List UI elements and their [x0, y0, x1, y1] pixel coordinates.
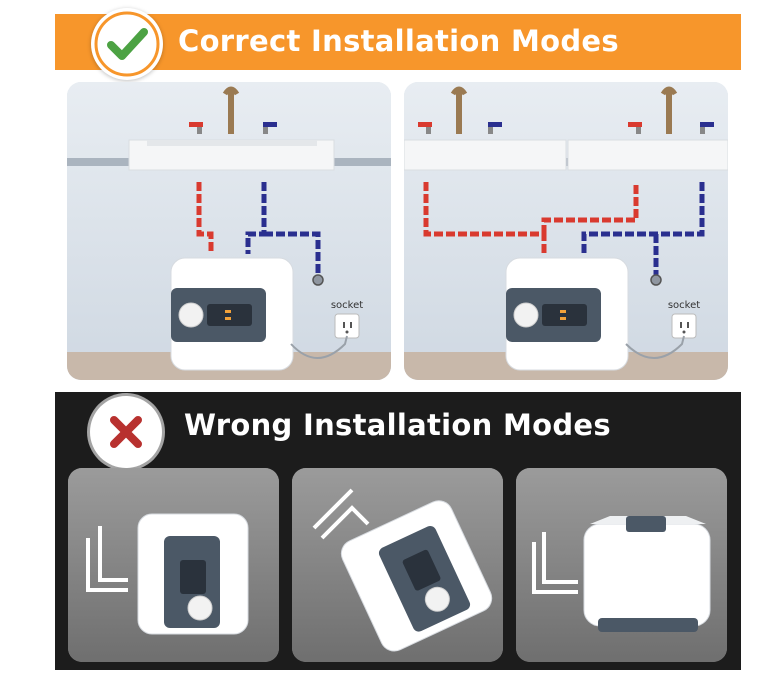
faucet-icon: [450, 86, 468, 134]
socket-icon: [671, 313, 697, 339]
hot-valve-icon: [189, 122, 203, 134]
cold-valve-icon: [263, 122, 277, 134]
power-cord: [625, 335, 685, 359]
faucet-icon: [660, 86, 678, 134]
wrong-title: Wrong Installation Modes: [184, 408, 611, 442]
water-heater-vertical: [137, 513, 249, 635]
wrong-panel-tilted: [292, 468, 503, 662]
cold-valve-icon: [488, 122, 502, 134]
socket-label: socket: [668, 300, 700, 311]
hot-valve-icon: [628, 122, 642, 134]
water-heater-upright: [583, 516, 711, 632]
cold-valve-icon: [700, 122, 714, 134]
cross-badge: [90, 396, 162, 468]
correct-panel-single-sink: socket: [67, 82, 391, 380]
socket-label: socket: [331, 300, 363, 311]
cold-pipe: [581, 182, 705, 278]
double-sink: [404, 139, 728, 171]
faucet-icon: [222, 86, 240, 134]
correct-banner: [55, 14, 741, 70]
inlet-pipes: [532, 532, 578, 594]
correct-panel-double-sink: socket: [404, 82, 728, 380]
inlet-pipes: [312, 488, 370, 540]
wrong-panel-sideways: [68, 468, 279, 662]
hot-pipe: [196, 182, 214, 254]
water-heater: [505, 257, 629, 371]
hot-valve-icon: [418, 122, 432, 134]
correct-title: Correct Installation Modes: [178, 24, 619, 58]
water-heater: [170, 257, 294, 371]
inlet-pipes: [86, 526, 128, 592]
wrong-panel-floor: [516, 468, 727, 662]
power-cord: [290, 335, 348, 359]
water-heater-tilted: [340, 500, 493, 652]
cross-icon: [110, 416, 142, 448]
socket-icon: [334, 313, 360, 339]
cold-pipe: [245, 182, 321, 278]
hot-pipe: [423, 182, 639, 254]
check-icon: [94, 11, 160, 77]
check-badge: [91, 8, 163, 80]
sink: [128, 139, 335, 171]
